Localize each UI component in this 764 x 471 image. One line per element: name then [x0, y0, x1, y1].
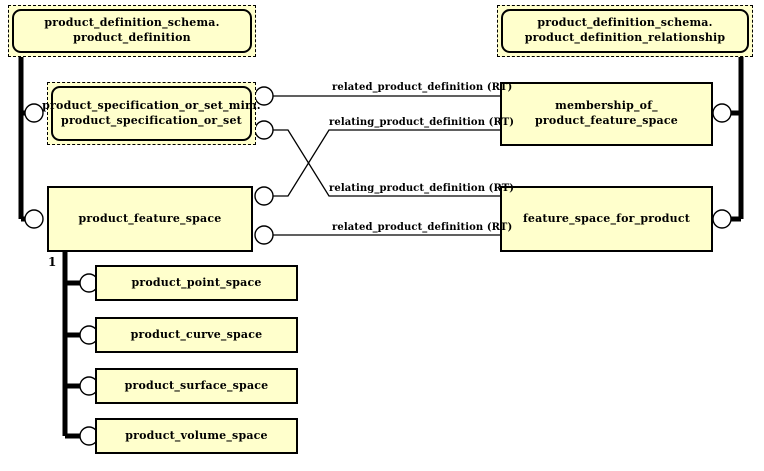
attribute-label-relating-product-definition-lower: relating_product_definition (RT)	[329, 183, 515, 194]
entity-product-volume-space[interactable]: product_volume_space	[95, 418, 298, 454]
attribute-label-related-product-definition-bottom: related_product_definition (RT)	[332, 222, 513, 233]
attribute-label-relating-product-definition-upper: relating_product_definition (RT)	[329, 117, 515, 128]
role-circle-spec-left	[24, 103, 44, 123]
schema-ref-product-specification-or-set[interactable]: product_specification_or_set_mim. produc…	[42, 86, 261, 141]
cardinality-subtype-tree: 1	[48, 255, 57, 269]
entity-product-point-space[interactable]: product_point_space	[95, 265, 298, 301]
schema-ref-product-definition[interactable]: product_definition_schema. product_defin…	[12, 9, 252, 53]
role-circle-feature-out-top	[254, 186, 274, 206]
role-circle-feature-out-bot	[254, 225, 274, 245]
entity-membership-of-product-feature-space[interactable]: membership_of_ product_feature_space	[500, 82, 713, 146]
schema-ref-product-definition-relationship[interactable]: product_definition_schema. product_defin…	[501, 9, 749, 53]
attribute-label-related-product-definition-top: related_product_definition (RT)	[332, 82, 513, 93]
entity-product-surface-space[interactable]: product_surface_space	[95, 368, 298, 404]
entity-product-feature-space[interactable]: product_feature_space	[47, 186, 253, 252]
entity-product-curve-space[interactable]: product_curve_space	[95, 317, 298, 353]
role-circle-membership-right	[712, 103, 732, 123]
role-circle-feature-left	[24, 209, 44, 229]
entity-feature-space-for-product[interactable]: feature_space_for_product	[500, 186, 713, 252]
role-circle-fsfp-right	[712, 209, 732, 229]
